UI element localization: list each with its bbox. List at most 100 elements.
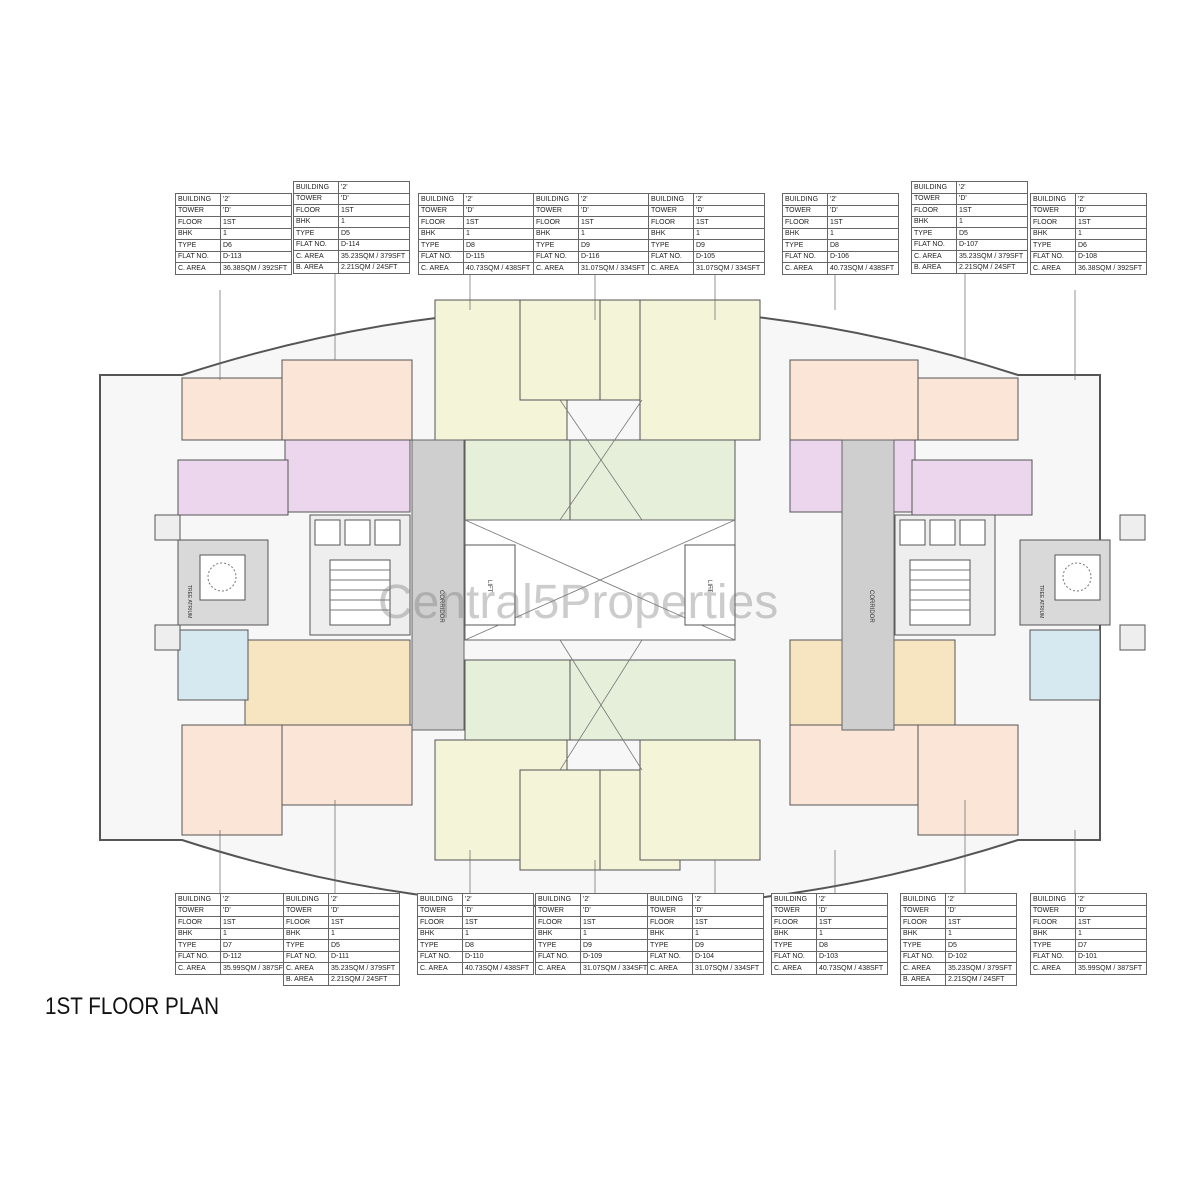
flat-info-row: FLAT NO.D-103 (771, 950, 888, 963)
flat-info-value: D8 (462, 939, 534, 952)
shaft-left-top (154, 514, 181, 541)
flat-info-row: TOWER'D' (293, 192, 410, 205)
flat-info-key: C. AREA (1030, 262, 1076, 275)
flat-info-key: BUILDING (418, 193, 464, 206)
flat-info-value: '2' (692, 893, 764, 906)
flat-info-value: 31.07SQM / 334SFT (580, 962, 652, 975)
flat-info-key: BHK (900, 927, 946, 940)
flat-info-value: D-114 (338, 238, 410, 251)
flat-info-row: TOWER'D' (1030, 204, 1147, 217)
flat-info-row: FLAT NO.D-112 (175, 950, 292, 963)
flat-info-value: 1 (816, 927, 888, 940)
flat-info-key: BUILDING (648, 193, 694, 206)
flat-info-value: 1 (1075, 927, 1147, 940)
flat-info-value: 35.23SQM / 379SFT (328, 962, 400, 975)
flat-info-value: D-104 (692, 950, 764, 963)
flat-info-key: FLAT NO. (911, 238, 957, 251)
corridor-right-label: CORRIDOR (868, 590, 874, 623)
unit-d106 (639, 299, 761, 441)
flat-info-key: FLOOR (771, 916, 817, 929)
flat-info-value: 1 (463, 227, 535, 240)
flat-info-value: D-116 (578, 250, 650, 263)
flat-info-value: 1ST (945, 916, 1017, 929)
flat-info-value: 1 (1075, 227, 1147, 240)
flat-info-row: TOWER'D' (175, 204, 292, 217)
flat-info-row: FLAT NO.D-115 (418, 250, 535, 263)
unit-right-mid (911, 459, 1033, 516)
flat-info-value: '2' (945, 893, 1017, 906)
flat-info-key: FLOOR (293, 204, 339, 217)
flat-info-row: BUILDING'2' (535, 893, 652, 906)
flat-info-key: C. AREA (533, 262, 579, 275)
flat-info-row: TOWER'D' (418, 204, 535, 217)
flat-info-value: 1 (956, 215, 1028, 228)
flat-info-key: TYPE (1030, 239, 1076, 252)
flat-info-row: BUILDING'2' (175, 193, 292, 206)
flat-info-value: '2' (462, 893, 534, 906)
flat-info-row: BUILDING'2' (417, 893, 534, 906)
flat-info-row: BUILDING'2' (418, 193, 535, 206)
flat-info-key: BUILDING (771, 893, 817, 906)
flat-info-key: TYPE (782, 239, 828, 252)
lift-right (684, 544, 736, 626)
flat-info-key: BUILDING (175, 193, 221, 206)
flat-info-row: BUILDING'2' (771, 893, 888, 906)
flat-info-key: FLAT NO. (648, 250, 694, 263)
flat-info-key: TOWER (418, 204, 464, 217)
flat-info-value: D5 (956, 227, 1028, 240)
flat-info-row: TOWER'D' (533, 204, 650, 217)
flat-info-key: BUILDING (535, 893, 581, 906)
flat-info-value: 35.23SQM / 379SFT (956, 250, 1028, 263)
unit-d108 (917, 377, 1019, 441)
shaft-right-bottom (1119, 624, 1146, 651)
flat-info-key: B. AREA (293, 261, 339, 274)
flat-info-value: '2' (827, 193, 899, 206)
unit-d109 (519, 769, 601, 871)
flat-info-value: D7 (1075, 939, 1147, 952)
flat-info-value: D-111 (328, 950, 400, 963)
flat-info-value: 1ST (463, 216, 535, 229)
flat-info-key: FLOOR (911, 204, 957, 217)
flat-info-row: BUILDING'2' (1030, 893, 1147, 906)
flat-info-key: TYPE (293, 227, 339, 240)
flat-info-key: TYPE (418, 239, 464, 252)
flat-info-value: 31.07SQM / 334SFT (578, 262, 650, 275)
lift-right-label: LIFT (706, 580, 712, 593)
core-right (894, 514, 996, 636)
unit-d113 (181, 377, 283, 441)
flat-info-value: 'D' (956, 192, 1028, 205)
flat-info-key: FLOOR (417, 916, 463, 929)
flat-info-value: 1ST (328, 916, 400, 929)
flat-info-key: TYPE (900, 939, 946, 952)
flat-info-key: C. AREA (900, 962, 946, 975)
flat-info-value: D-106 (827, 250, 899, 263)
flat-info-value: D5 (328, 939, 400, 952)
flat-info-key: TOWER (293, 192, 339, 205)
flat-info-key: B. AREA (283, 973, 329, 986)
flat-info-value: 1ST (816, 916, 888, 929)
flat-info-key: BUILDING (283, 893, 329, 906)
